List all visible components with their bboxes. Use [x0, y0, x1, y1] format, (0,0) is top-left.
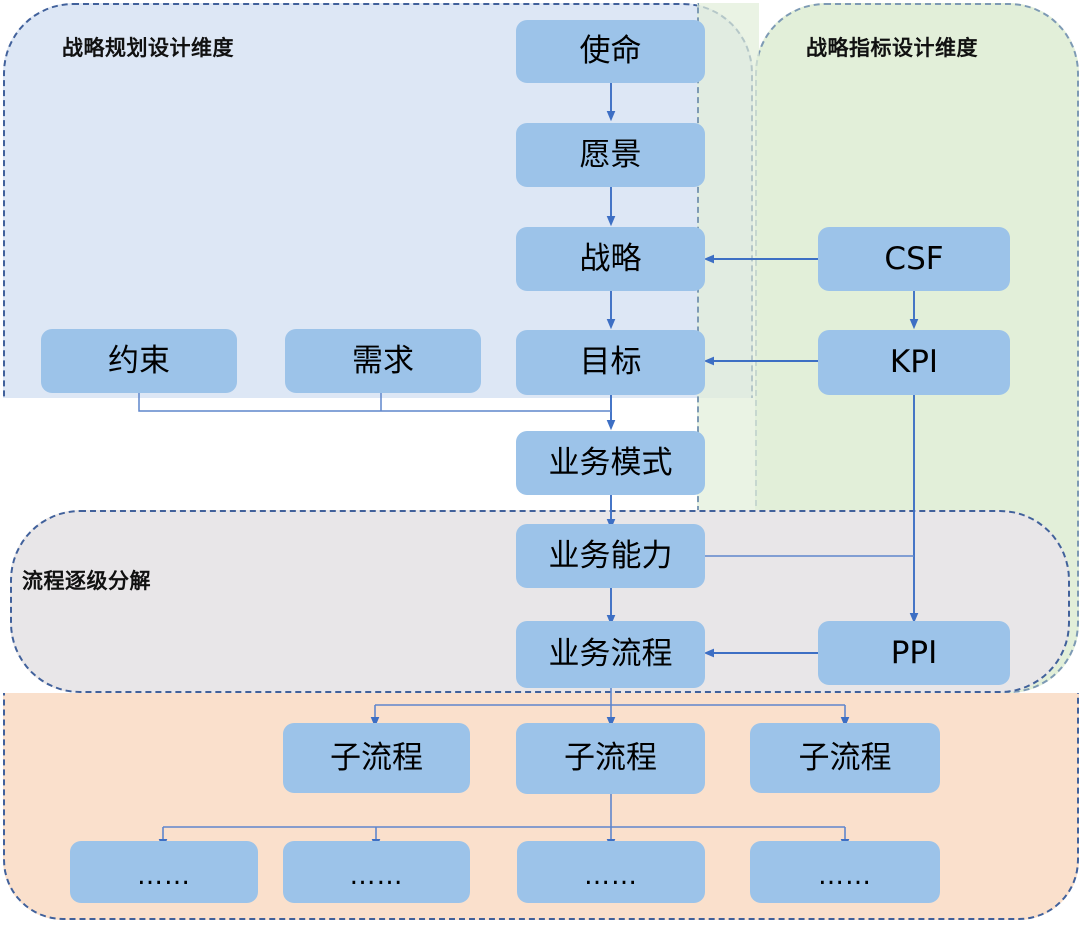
node-strategy[interactable]: 战略 [516, 227, 705, 291]
node-subprocess-1[interactable]: 子流程 [283, 723, 470, 793]
node-requirement[interactable]: 需求 [285, 329, 481, 393]
node-subprocess-2[interactable]: 子流程 [516, 723, 705, 794]
node-leaf-3[interactable]: …… [517, 841, 705, 903]
node-vision[interactable]: 愿景 [516, 123, 705, 187]
node-business-process[interactable]: 业务流程 [516, 621, 705, 688]
node-leaf-1[interactable]: …… [70, 841, 258, 903]
node-kpi[interactable]: KPI [818, 330, 1010, 395]
node-objective[interactable]: 目标 [516, 330, 705, 395]
node-constraint[interactable]: 约束 [41, 329, 237, 393]
node-csf[interactable]: CSF [818, 227, 1010, 291]
node-business-capability[interactable]: 业务能力 [516, 524, 705, 588]
node-business-model[interactable]: 业务模式 [516, 431, 705, 495]
node-mission[interactable]: 使命 [516, 20, 705, 83]
node-leaf-2[interactable]: …… [283, 841, 470, 903]
region-label-strategy-planning: 战略规划设计维度 [62, 37, 234, 60]
region-label-strategy-metrics: 战略指标设计维度 [806, 37, 978, 60]
node-ppi[interactable]: PPI [818, 621, 1010, 685]
region-label-process-decomp: 流程逐级分解 [22, 570, 151, 593]
node-leaf-4[interactable]: …… [750, 841, 940, 903]
node-subprocess-3[interactable]: 子流程 [750, 723, 940, 793]
